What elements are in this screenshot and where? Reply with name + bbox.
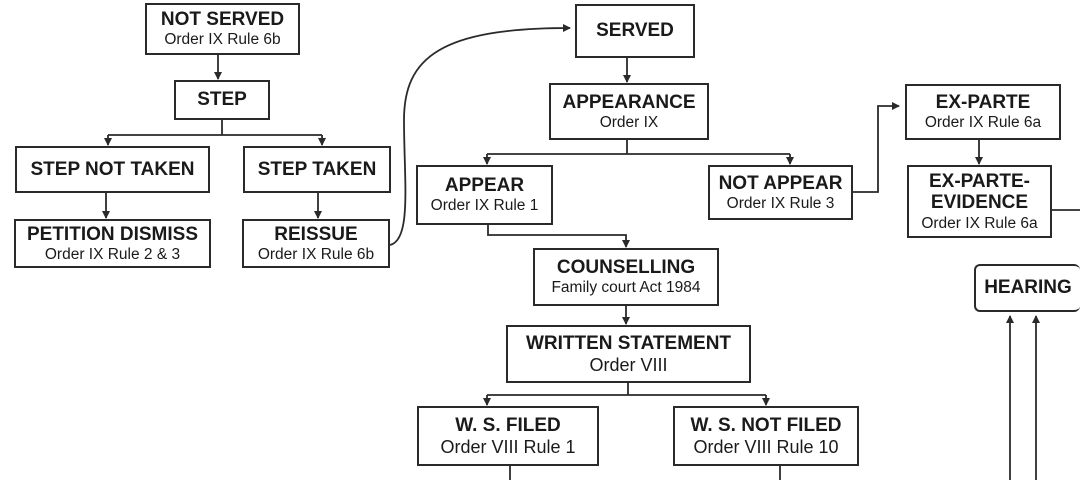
node-step-title: STEP bbox=[197, 89, 247, 111]
node-ws-not-filed-rule: Order VIII Rule 10 bbox=[693, 437, 839, 458]
node-step: STEP bbox=[174, 80, 270, 120]
node-written-statement: WRITTEN STATEMENT Order VIII bbox=[506, 325, 751, 383]
node-ws-filed: W. S. FILED Order VIII Rule 1 bbox=[417, 406, 599, 466]
node-written-statement-rule: Order VIII bbox=[589, 355, 668, 376]
node-ws-not-filed: W. S. NOT FILED Order VIII Rule 10 bbox=[673, 406, 859, 466]
node-appear-title: APPEAR bbox=[444, 175, 525, 197]
node-step-not-taken: STEP NOT TAKEN bbox=[15, 146, 210, 193]
node-ws-filed-rule: Order VIII Rule 1 bbox=[440, 437, 576, 458]
node-appearance: APPEARANCE Order IX bbox=[549, 83, 709, 140]
node-ex-parte-title: EX-PARTE bbox=[935, 92, 1031, 114]
node-written-statement-title: WRITTEN STATEMENT bbox=[525, 332, 732, 354]
node-not-served-title: NOT SERVED bbox=[160, 9, 285, 31]
node-served: SERVED bbox=[575, 4, 695, 58]
node-ex-parte-evidence-title: EX-PARTE- EVIDENCE bbox=[929, 171, 1030, 214]
node-appearance-title: APPEARANCE bbox=[562, 91, 696, 113]
node-not-appear-title: NOT APPEAR bbox=[718, 172, 843, 194]
node-hearing: HEARING bbox=[974, 264, 1080, 312]
node-not-served-rule: Order IX Rule 6b bbox=[164, 31, 281, 49]
node-counselling-rule: Family court Act 1984 bbox=[551, 279, 701, 297]
node-reissue: REISSUE Order IX Rule 6b bbox=[242, 219, 390, 268]
node-petition-dismiss-rule: Order IX Rule 2 & 3 bbox=[44, 245, 181, 263]
node-ex-parte-evidence-rule: Order IX Rule 6a bbox=[921, 214, 1038, 232]
node-served-title: SERVED bbox=[596, 20, 674, 42]
node-not-appear-rule: Order IX Rule 3 bbox=[726, 194, 835, 212]
node-not-appear: NOT APPEAR Order IX Rule 3 bbox=[708, 165, 853, 220]
node-ex-parte: EX-PARTE Order IX Rule 6a bbox=[905, 84, 1061, 140]
node-step-taken-title: STEP TAKEN bbox=[257, 158, 377, 180]
node-step-not-taken-title: STEP NOT TAKEN bbox=[30, 158, 195, 180]
node-counselling-title: COUNSELLING bbox=[556, 257, 696, 279]
node-petition-dismiss-title: PETITION DISMISS bbox=[26, 223, 199, 245]
edge-appear-to-counselling bbox=[487, 225, 630, 248]
node-hearing-title: HEARING bbox=[984, 277, 1072, 299]
node-ws-filed-title: W. S. FILED bbox=[455, 414, 561, 436]
node-reissue-title: REISSUE bbox=[274, 223, 358, 245]
node-petition-dismiss: PETITION DISMISS Order IX Rule 2 & 3 bbox=[14, 219, 211, 268]
edge-not-appear-to-ex-parte bbox=[852, 102, 900, 193]
node-not-served: NOT SERVED Order IX Rule 6b bbox=[145, 3, 300, 55]
node-step-taken: STEP TAKEN bbox=[243, 146, 391, 193]
node-ws-not-filed-title: W. S. NOT FILED bbox=[690, 414, 842, 436]
node-ex-parte-evidence: EX-PARTE- EVIDENCE Order IX Rule 6a bbox=[907, 165, 1052, 238]
node-appear-rule: Order IX Rule 1 bbox=[430, 197, 539, 215]
node-appear: APPEAR Order IX Rule 1 bbox=[416, 165, 553, 225]
node-counselling: COUNSELLING Family court Act 1984 bbox=[533, 248, 719, 306]
edge-reissue-to-served bbox=[389, 24, 571, 246]
node-ex-parte-rule: Order IX Rule 6a bbox=[924, 114, 1042, 132]
node-appearance-rule: Order IX bbox=[599, 113, 659, 131]
node-reissue-rule: Order IX Rule 6b bbox=[257, 245, 375, 263]
